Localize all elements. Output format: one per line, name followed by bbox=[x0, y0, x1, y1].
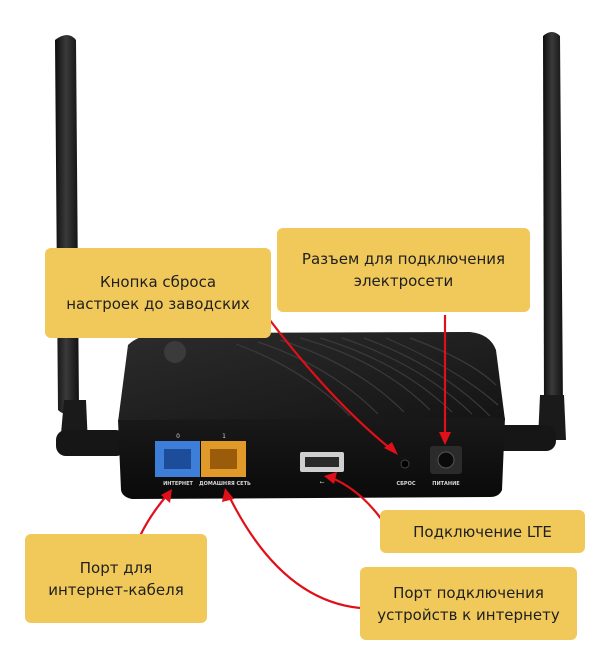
arrowhead-reset bbox=[384, 442, 398, 455]
arrow-lan bbox=[227, 493, 361, 610]
lan-port-number: 1 bbox=[222, 433, 226, 440]
reset-label: СБРОС bbox=[396, 481, 415, 487]
usb-icon: ⭠ bbox=[320, 479, 325, 486]
arrowhead-power bbox=[439, 432, 451, 445]
power-label: ПИТАНИЕ bbox=[432, 481, 460, 487]
callout-reset-button: Кнопка сброса настроек до заводских bbox=[45, 248, 271, 338]
callout-power-connector: Разъем для подключения электросети bbox=[277, 228, 530, 312]
arrow-wan bbox=[139, 493, 169, 537]
arrowhead-wan bbox=[161, 489, 172, 503]
arrowhead-lan bbox=[222, 488, 234, 502]
router-body: ⭠ 0 1 ИНТЕРНЕТ ДОМАШНЯЯ СЕТЬ СБРОС ПИТАН… bbox=[118, 332, 505, 499]
arrows bbox=[139, 314, 447, 610]
arrowhead-lte bbox=[324, 472, 337, 484]
callout-wan-port: Порт для интернет-кабеля bbox=[25, 534, 207, 623]
left-antenna bbox=[55, 35, 126, 456]
wan-port-number: 0 bbox=[176, 433, 180, 440]
arrow-lte bbox=[331, 476, 383, 521]
lan-port-label: ДОМАШНЯЯ СЕТЬ bbox=[199, 481, 251, 487]
callout-lan-port: Порт подключения устройств к интернету bbox=[360, 567, 577, 640]
arrow-reset bbox=[265, 314, 393, 451]
reset-hole bbox=[400, 459, 410, 469]
callout-lte-connection: Подключение LTE bbox=[380, 510, 585, 553]
arrowheads bbox=[161, 432, 451, 503]
wan-port-label: ИНТЕРНЕТ bbox=[163, 481, 193, 487]
